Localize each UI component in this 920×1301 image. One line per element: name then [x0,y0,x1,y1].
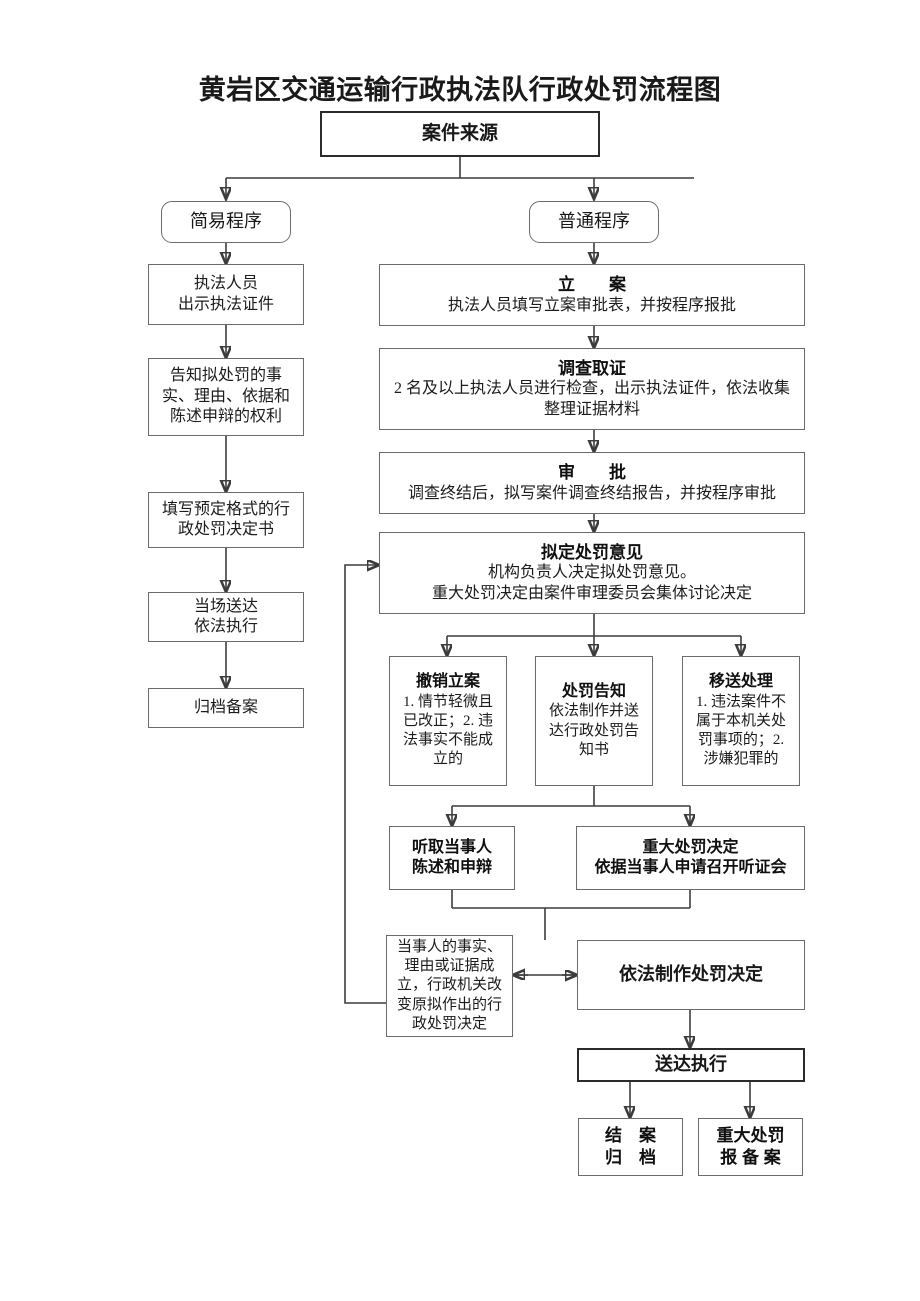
node-n5c-body1: 1. 违法案件不 [695,693,786,710]
node-s2-line1: 告知拟处罚的事 [169,367,282,385]
node-n6b-line1: 重大处罚决定 [642,838,739,856]
node-n7-line1: 当事人的事实、 [396,939,502,956]
node-s3-line2: 政处罚决定书 [177,521,274,538]
node-n5a-body1: 1. 情节轻微且 [402,693,493,710]
node-n10a-close-archive[interactable]: 结 案 归 档 [578,1118,683,1176]
node-normal-procedure-label: 普通程序 [558,211,630,232]
node-n7-party-facts-established[interactable]: 当事人的事实、 理由或证据成 立，行政机关改 变原拟作出的行 政处罚决定 [386,935,513,1037]
node-n1-case-filing[interactable]: 立 案 执法人员填写立案审批表，并按程序报批 [379,264,805,326]
node-n8-make-penalty-decision[interactable]: 依法制作处罚决定 [577,940,805,1010]
node-s2-inform-rights[interactable]: 告知拟处罚的事 实、理由、依据和 陈述申辩的权利 [148,358,304,436]
node-s3-line1: 填写预定格式的行 [161,500,290,518]
node-n7-line4: 变原拟作出的行 [396,996,502,1013]
node-n5a-body3: 法事实不能成 [402,732,493,749]
node-s4-onsite-delivery[interactable]: 当场送达 依法执行 [148,592,304,642]
node-n7-line5: 政处罚决定 [411,1015,487,1032]
node-simple-procedure[interactable]: 简易程序 [161,201,291,243]
node-n4-head: 拟定处罚意见 [541,542,643,562]
node-n6b-major-penalty-hearing[interactable]: 重大处罚决定 依据当事人申请召开听证会 [576,826,805,890]
node-n5a-head: 撤销立案 [415,673,480,691]
page-title: 黄岩区交通运输行政执法队行政处罚流程图 [198,75,722,105]
node-n5c-head: 移送处理 [708,673,773,691]
node-n4-body2: 重大处罚决定由案件审理委员会集体讨论决定 [431,584,752,602]
node-n5c-transfer-handling[interactable]: 移送处理 1. 违法案件不 属于本机关处 罚事项的；2. 涉嫌犯罪的 [682,656,800,786]
wire-feedback-loop [344,565,386,1004]
node-n6a-line1: 听取当事人 [411,838,492,856]
node-n5b-body1: 依法制作并送 [548,703,639,720]
node-s2-line2: 实、理由、依据和 [161,387,290,405]
node-n10b-line2: 报 备 案 [720,1148,781,1167]
node-n5c-body2: 属于本机关处 [695,713,786,730]
node-n10b-major-penalty-report[interactable]: 重大处罚 报 备 案 [698,1118,803,1176]
node-n4-body1: 机构负责人决定拟处罚意见。 [487,564,696,582]
node-n5b-penalty-notice[interactable]: 处罚告知 依法制作并送 达行政处罚告 知书 [535,656,653,786]
node-n5c-body4: 涉嫌犯罪的 [703,751,779,768]
node-n9-deliver-execute[interactable]: 送达执行 [577,1048,805,1082]
node-n10b-line1: 重大处罚 [716,1126,785,1146]
node-n5a-revoke-case[interactable]: 撤销立案 1. 情节轻微且 已改正；2. 违 法事实不能成 立的 [389,656,507,786]
node-n4-draft-penalty-opinion[interactable]: 拟定处罚意见 机构负责人决定拟处罚意见。 重大处罚决定由案件审理委员会集体讨论决… [379,532,805,614]
node-s1-show-credentials[interactable]: 执法人员 出示执法证件 [148,264,304,325]
node-simple-procedure-label: 简易程序 [190,211,262,232]
node-n2-investigation-evidence[interactable]: 调查取证 2 名及以上执法人员进行检查，出示执法证件，依法收集 整理证据材料 [379,348,805,430]
node-n5b-body3: 知书 [578,741,609,758]
node-n6a-line2: 陈述和申辩 [411,859,492,876]
node-s3-fill-decision-form[interactable]: 填写预定格式的行 政处罚决定书 [148,492,304,548]
node-case-source-label: 案件来源 [421,122,498,144]
node-n5c-body3: 罚事项的；2. [697,732,785,749]
node-n5a-body2: 已改正；2. 违 [402,713,493,730]
node-n3-approval[interactable]: 审 批 调查终结后，拟写案件调查终结报告，并按程序审批 [379,452,805,514]
node-n3-head: 审 批 [558,462,626,482]
node-n5b-head: 处罚告知 [561,682,626,700]
node-n10a-line2: 归 档 [605,1148,656,1167]
node-s1-line1: 执法人员 [193,275,258,293]
node-s5-line1: 归档备案 [193,698,258,716]
node-n2-body1: 2 名及以上执法人员进行检查，出示执法证件，依法收集 [393,380,790,398]
node-n8-label: 依法制作处罚决定 [619,964,763,985]
node-s4-line2: 依法执行 [193,618,258,635]
node-n7-line2: 理由或证据成 [404,958,495,975]
node-n3-body: 调查终结后，拟写案件调查终结报告，并按程序审批 [407,484,776,502]
node-case-source[interactable]: 案件来源 [320,111,600,157]
node-s5-archive-filing[interactable]: 归档备案 [148,688,304,728]
node-s4-line1: 当场送达 [193,597,258,615]
node-n1-body: 执法人员填写立案审批表，并按程序报批 [447,296,736,314]
node-n2-body2: 整理证据材料 [543,400,640,418]
node-s1-line2: 出示执法证件 [177,295,274,313]
node-n9-label: 送达执行 [655,1054,727,1075]
node-n5b-body2: 达行政处罚告 [548,722,639,739]
node-n10a-line1: 结 案 [605,1126,656,1146]
node-n1-head: 立 案 [558,274,626,294]
node-n6b-line2: 依据当事人申请召开听证会 [594,859,787,876]
node-n2-head: 调查取证 [558,358,626,378]
node-n7-line3: 立，行政机关改 [396,977,502,994]
node-n5a-body4: 立的 [432,751,463,768]
node-normal-procedure[interactable]: 普通程序 [529,201,659,243]
node-s2-line3: 陈述申辩的权利 [169,408,282,426]
node-n6a-hear-statement[interactable]: 听取当事人 陈述和申辩 [389,826,515,890]
